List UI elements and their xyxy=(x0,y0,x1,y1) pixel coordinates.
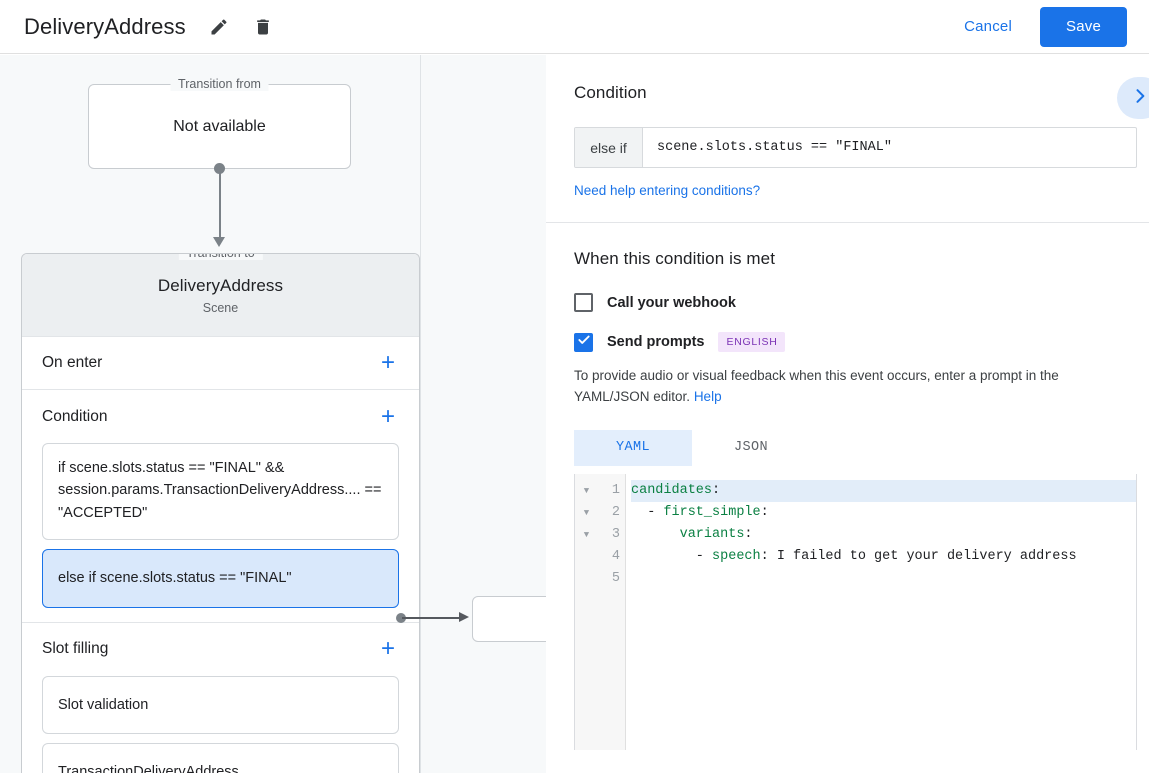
section-slot-filling-title: Slot filling xyxy=(42,640,109,658)
yaml-text: - xyxy=(631,504,664,520)
details-panel: Condition else if Need help entering con… xyxy=(546,55,1149,773)
section-on-enter: On enter + xyxy=(22,336,419,389)
send-prompts-checkbox[interactable] xyxy=(574,332,593,352)
expand-panel-button[interactable] xyxy=(1117,77,1149,119)
code-line[interactable]: - first_simple: xyxy=(631,502,1136,524)
code-line[interactable] xyxy=(631,568,1136,590)
language-badge: ENGLISH xyxy=(718,332,786,352)
page-title: DeliveryAddress xyxy=(24,13,186,39)
scene-header: DeliveryAddress Scene xyxy=(22,254,419,336)
trash-icon xyxy=(253,17,273,37)
condition-out-dot xyxy=(396,613,406,623)
send-prompts-row[interactable]: Send prompts ENGLISH xyxy=(574,332,1121,352)
chevron-right-icon xyxy=(1130,86,1149,111)
fold-spacer xyxy=(575,546,598,568)
tab-json[interactable]: JSON xyxy=(733,440,768,456)
yaml-key: first_simple xyxy=(663,504,761,520)
condition-expression-input[interactable] xyxy=(643,128,1136,167)
line-number: 4 xyxy=(611,548,620,564)
condition-item-selected[interactable]: else if scene.slots.status == "FINAL" xyxy=(42,549,399,608)
add-on-enter-button[interactable]: + xyxy=(377,349,399,377)
panel-condition-section: Condition else if Need help entering con… xyxy=(546,55,1149,223)
check-icon xyxy=(577,333,591,352)
call-webhook-label: Call your webhook xyxy=(607,294,736,311)
add-condition-button[interactable]: + xyxy=(377,403,399,431)
panel-condition-heading: Condition xyxy=(574,83,647,102)
section-slot-filling: Slot filling + Slot validation Transacti… xyxy=(22,621,419,773)
yaml-key: speech xyxy=(712,548,761,564)
slot-filling-item[interactable]: TransactionDeliveryAddress xyxy=(42,743,399,773)
scene-name: DeliveryAddress xyxy=(157,275,284,295)
line-number: 1 xyxy=(611,482,620,498)
fold-toggle-icon[interactable]: ▼ xyxy=(583,485,590,496)
call-webhook-checkbox[interactable] xyxy=(574,293,593,312)
condition-out-arrow xyxy=(459,612,469,622)
yaml-text: - xyxy=(631,548,713,564)
fold-toggle-icon[interactable]: ▼ xyxy=(583,507,590,518)
prompts-hint-text: To provide audio or visual feedback when… xyxy=(574,368,1059,404)
editor-fold-gutter[interactable]: ▼ ▼ ▼ xyxy=(575,473,598,750)
transition-from-value: Not available xyxy=(173,117,266,135)
canvas-divider-line xyxy=(420,55,421,773)
yaml-text xyxy=(631,527,680,542)
code-line[interactable]: variants: xyxy=(631,524,1136,546)
yaml-code-editor[interactable]: ▼ ▼ ▼ 1 2 3 4 5 candidates: - first_simple: va… xyxy=(574,473,1137,750)
condition-out-line xyxy=(402,617,462,619)
line-number: 2 xyxy=(611,504,620,520)
pencil-icon xyxy=(209,17,229,37)
yaml-text: : xyxy=(712,482,721,498)
save-button[interactable]: Save xyxy=(1040,6,1127,47)
condition-help-link[interactable]: Need help entering conditions? xyxy=(574,183,761,198)
send-prompts-label: Send prompts xyxy=(607,334,705,350)
yaml-key: candidates xyxy=(631,482,713,498)
panel-when-met-heading: When this condition is met xyxy=(574,249,776,268)
connector-line-vertical xyxy=(219,168,221,240)
connector-arrow-down xyxy=(213,237,225,247)
transition-to-card[interactable]: Transition to DeliveryAddress Scene On e… xyxy=(21,253,420,773)
editor-line-numbers: 1 2 3 4 5 xyxy=(598,473,626,750)
add-slot-filling-button[interactable]: + xyxy=(377,635,399,663)
cancel-button[interactable]: Cancel xyxy=(950,10,1026,43)
prompts-help-link[interactable]: Help xyxy=(693,388,722,404)
section-on-enter-title: On enter xyxy=(42,354,103,371)
scene-type: Scene xyxy=(202,300,239,315)
slot-filling-item[interactable]: Slot validation xyxy=(42,675,399,735)
section-condition-title: Condition xyxy=(42,407,108,425)
next-node-card[interactable] xyxy=(472,596,546,642)
yaml-text: : xyxy=(760,504,769,520)
prompts-hint: To provide audio or visual feedback when… xyxy=(574,366,1121,408)
code-line[interactable]: - speech: I failed to get your delivery … xyxy=(631,546,1136,568)
transition-to-legend: Transition to xyxy=(178,254,263,260)
code-line[interactable]: candidates: xyxy=(631,479,1136,502)
section-condition: Condition + if scene.slots.status == "FI… xyxy=(22,389,419,622)
flow-canvas[interactable]: Transition from Not available Transition… xyxy=(0,55,546,773)
edit-name-button[interactable] xyxy=(202,10,236,44)
condition-prefix-label: else if xyxy=(575,128,643,167)
line-number: 5 xyxy=(611,570,620,586)
delete-button[interactable] xyxy=(246,10,280,44)
editor-format-tabs: YAML JSON xyxy=(574,429,1121,466)
tab-yaml[interactable]: YAML xyxy=(574,429,692,466)
line-number: 3 xyxy=(611,526,620,542)
transition-from-card[interactable]: Transition from Not available xyxy=(88,77,351,169)
fold-toggle-icon[interactable]: ▼ xyxy=(583,529,590,540)
section-condition-header: Condition + xyxy=(42,390,399,443)
condition-editor-row[interactable]: else if xyxy=(574,127,1137,168)
panel-when-met-section: When this condition is met Call your web… xyxy=(546,223,1149,750)
top-app-bar: DeliveryAddress Cancel Save xyxy=(0,0,1149,54)
yaml-key: variants xyxy=(679,526,745,542)
condition-item[interactable]: if scene.slots.status == "FINAL" && sess… xyxy=(42,443,399,541)
editor-code-area[interactable]: candidates: - first_simple: variants: - … xyxy=(626,474,1136,750)
fold-spacer xyxy=(575,568,598,590)
transition-from-legend: Transition from xyxy=(170,77,269,91)
section-slot-filling-header: Slot filling + xyxy=(42,623,399,676)
yaml-text: : xyxy=(744,526,753,542)
webhook-row[interactable]: Call your webhook xyxy=(574,293,1121,312)
section-on-enter-header: On enter + xyxy=(42,337,399,389)
yaml-text: : I failed to get your delivery address xyxy=(760,548,1077,564)
